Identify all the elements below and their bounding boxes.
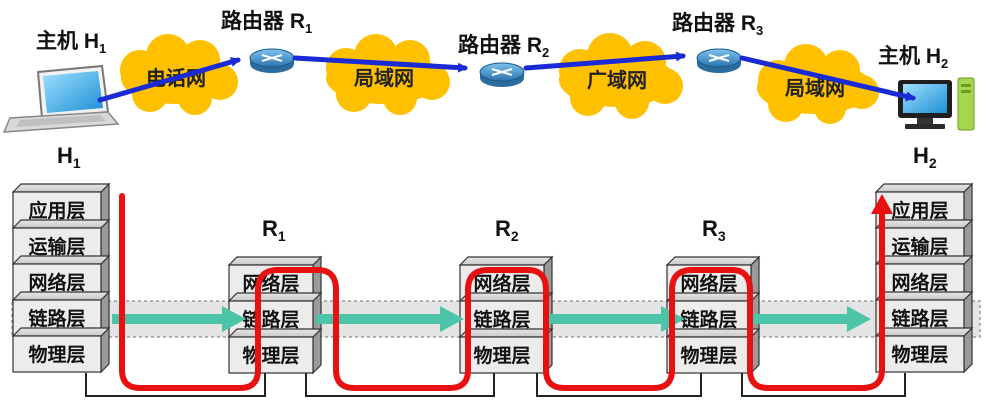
router-1-layer-2: 物理层 [227,327,323,375]
laptop-icon [2,64,120,133]
layer-label: 运输层 [891,235,948,258]
stack-h1-label: H1 [57,143,81,171]
router-3-layer-2: 物理层 [665,327,761,375]
link-layer-arrows [112,306,871,332]
layer-label: 链路层 [473,308,530,331]
layer-label: 运输层 [28,235,85,258]
layer-label: 链路层 [680,308,737,331]
stack-r1-label: R1 [262,216,286,244]
router-r3-label: 路由器 R3 [672,11,763,38]
layer-label: 物理层 [891,343,948,366]
layer-label: 链路层 [28,307,85,330]
layer-label: 物理层 [242,344,299,367]
desktop-computer-icon [898,77,975,131]
cloud-lan-1: 局域网 [326,34,450,115]
host-h1-label: 主机 H1 [36,29,106,56]
stack-r2-label: R2 [495,216,519,244]
layer-label: 物理层 [473,344,530,367]
cloud-lan-2: 局域网 [757,44,879,124]
host-h2-label: 主机 H2 [878,44,948,71]
layer-label: 网络层 [28,271,85,294]
stack-r3-label: R3 [702,216,726,244]
layer-label: 网络层 [473,272,530,295]
layer-label: 物理层 [680,344,737,367]
data-path-line [119,193,893,391]
stack-h2-label: H2 [913,143,937,171]
router-2-layer-2: 物理层 [458,327,554,375]
router-r1-label: 路由器 R1 [221,9,312,36]
router-icon-r1 [249,48,295,73]
layer-label: 网络层 [242,272,299,295]
layer-label: 网络层 [680,272,737,295]
layer-label: 应用层 [891,199,948,222]
layer-label: 链路层 [891,307,948,330]
host-1-layer-4: 物理层 [11,326,111,374]
router-icon-r3 [696,48,742,73]
cloud-label: 广域网 [587,68,647,92]
layer-label: 网络层 [891,271,948,294]
layer-label: 物理层 [28,343,85,366]
physical-links [85,373,906,397]
router-r2-label: 路由器 R2 [458,33,549,60]
router-icon-r2 [479,62,525,87]
host-2-layer-4: 物理层 [874,326,974,374]
layer-label: 应用层 [28,199,85,222]
cloud-wan: 广域网 [559,33,683,119]
layer-label: 链路层 [242,308,299,331]
blue-route-arrows [97,51,916,103]
cloud-label: 局域网 [353,66,414,90]
